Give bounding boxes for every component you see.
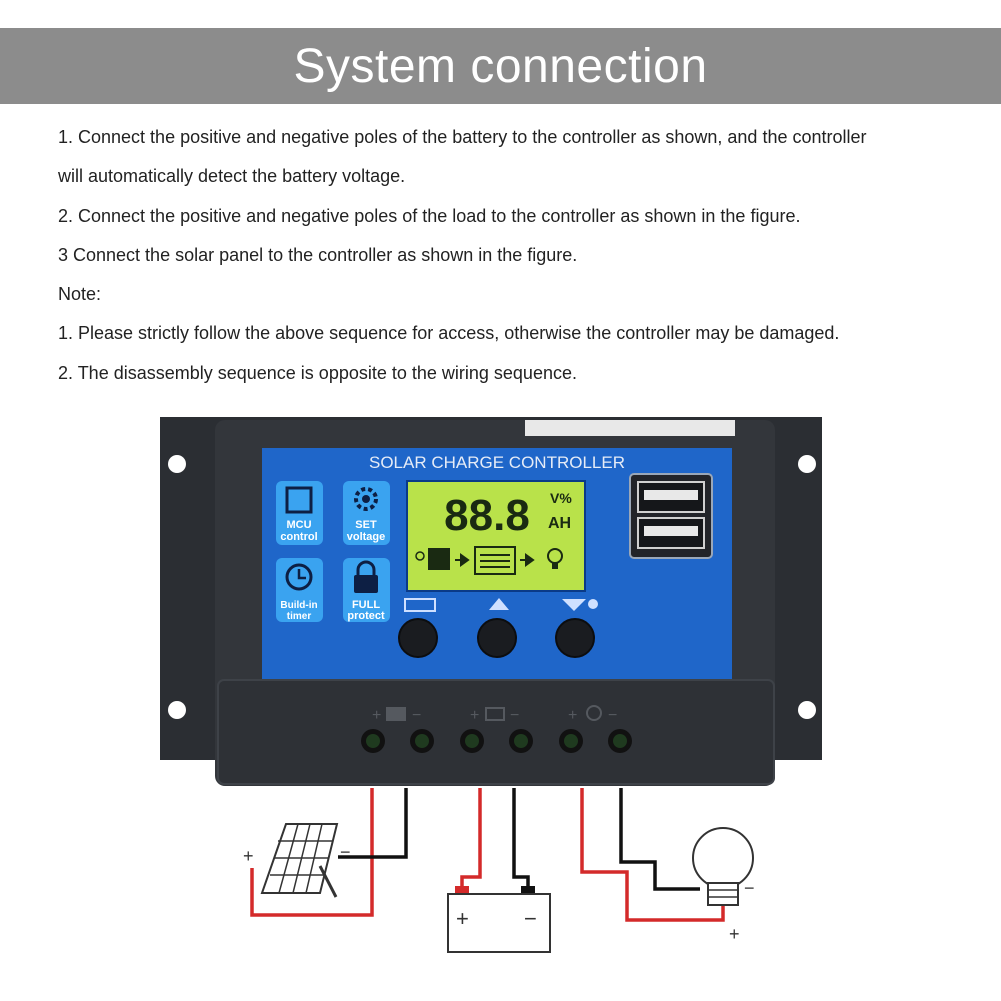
svg-text:+: + [568, 707, 577, 724]
feature-set-voltage: SET voltage [343, 481, 390, 545]
battery-positive-wire [460, 788, 482, 886]
mount-hole [168, 701, 186, 719]
feature-mcu: MCU control [276, 481, 323, 545]
usb-ports [629, 473, 713, 559]
svg-text:protect: protect [347, 610, 385, 622]
lcd-unit-top: V% [550, 490, 572, 506]
instruction-line: will automatically detect the battery vo… [58, 166, 406, 187]
controller-title: SOLAR CHARGE CONTROLLER [369, 453, 625, 472]
terminal-labels: + − + − + − [372, 705, 617, 724]
svg-text:FULL: FULL [352, 599, 380, 611]
note-heading: Note: [58, 284, 102, 305]
gear-icon [354, 487, 378, 511]
load-negative-wire [619, 788, 700, 891]
instruction-line: 1. Connect the positive and negative pol… [58, 127, 867, 147]
controller-diagram: SOLAR CHARGE CONTROLLER MCU control SET … [160, 417, 822, 953]
battery-minus-sign: − [524, 906, 537, 931]
svg-text:timer: timer [287, 611, 312, 622]
lcd-battery-icon [474, 546, 516, 575]
page-title: System connection [293, 39, 708, 93]
note-line: 2. The disassembly sequence is opposite … [58, 362, 577, 383]
lock-icon [356, 560, 376, 576]
svg-text:−: − [608, 707, 617, 724]
svg-text:control: control [280, 531, 317, 543]
terminal-battery-icon [485, 707, 505, 721]
feature-timer: Build-in timer [276, 558, 323, 622]
instruction-line: 3 Connect the solar panel to the control… [58, 244, 578, 265]
battery-plus-sign: + [456, 906, 469, 931]
connection-figure: SOLAR CHARGE CONTROLLER MCU control SET … [0, 400, 1001, 965]
mount-hole [168, 455, 186, 473]
terminal-solar-icon [386, 707, 406, 721]
bulb-icon [692, 827, 754, 906]
instructions-block: 1. Connect the positive and negative pol… [58, 118, 988, 393]
bulb-small-icon [588, 599, 598, 609]
lcd-display: 88.8 V% AH [406, 480, 586, 592]
feature-full-protect: FULL protect [343, 558, 390, 622]
up-arrow-icon [489, 598, 509, 610]
svg-text:+: + [372, 707, 381, 724]
terminals [361, 729, 632, 753]
down-button[interactable] [555, 618, 595, 658]
label-sticker [525, 420, 735, 436]
svg-text:+: + [470, 707, 479, 724]
title-banner: System connection [0, 28, 1001, 104]
menu-icon [404, 598, 436, 612]
lcd-sun-icon [415, 551, 425, 561]
down-arrow-icon [562, 599, 586, 611]
battery-icon [447, 886, 551, 953]
solar-plus-sign: + [243, 846, 254, 866]
note-line: 1. Please strictly follow the above sequ… [58, 323, 840, 344]
lcd-arrow-icon [520, 553, 535, 567]
menu-button[interactable] [398, 618, 438, 658]
load-minus-sign: − [744, 878, 755, 898]
clock-icon [285, 563, 313, 591]
solar-minus-sign: − [340, 842, 351, 862]
terminal-block [217, 679, 775, 785]
battery-negative-wire [512, 788, 530, 886]
mount-hole [798, 701, 816, 719]
terminal-bulb-icon [586, 705, 602, 721]
solar-positive-wire [250, 788, 374, 917]
svg-text:voltage: voltage [347, 531, 386, 543]
load-plus-sign: + [729, 924, 740, 944]
wires [250, 788, 725, 922]
svg-text:−: − [510, 707, 519, 724]
svg-text:Build-in: Build-in [280, 600, 317, 611]
svg-text:SET: SET [355, 519, 377, 531]
up-button[interactable] [477, 618, 517, 658]
svg-text:−: − [412, 707, 421, 724]
lcd-unit-bottom: AH [548, 515, 571, 532]
lcd-value: 88.8 [444, 491, 530, 540]
solar-negative-wire [338, 788, 408, 859]
svg-text:MCU: MCU [286, 519, 311, 531]
mcu-chip-icon [285, 486, 313, 514]
mount-hole [798, 455, 816, 473]
lcd-panel-icon [428, 548, 450, 570]
lcd-arrow-icon [455, 553, 470, 567]
solar-panel-icon [260, 823, 339, 898]
instruction-line: 2. Connect the positive and negative pol… [58, 205, 801, 226]
load-positive-wire [580, 788, 725, 922]
